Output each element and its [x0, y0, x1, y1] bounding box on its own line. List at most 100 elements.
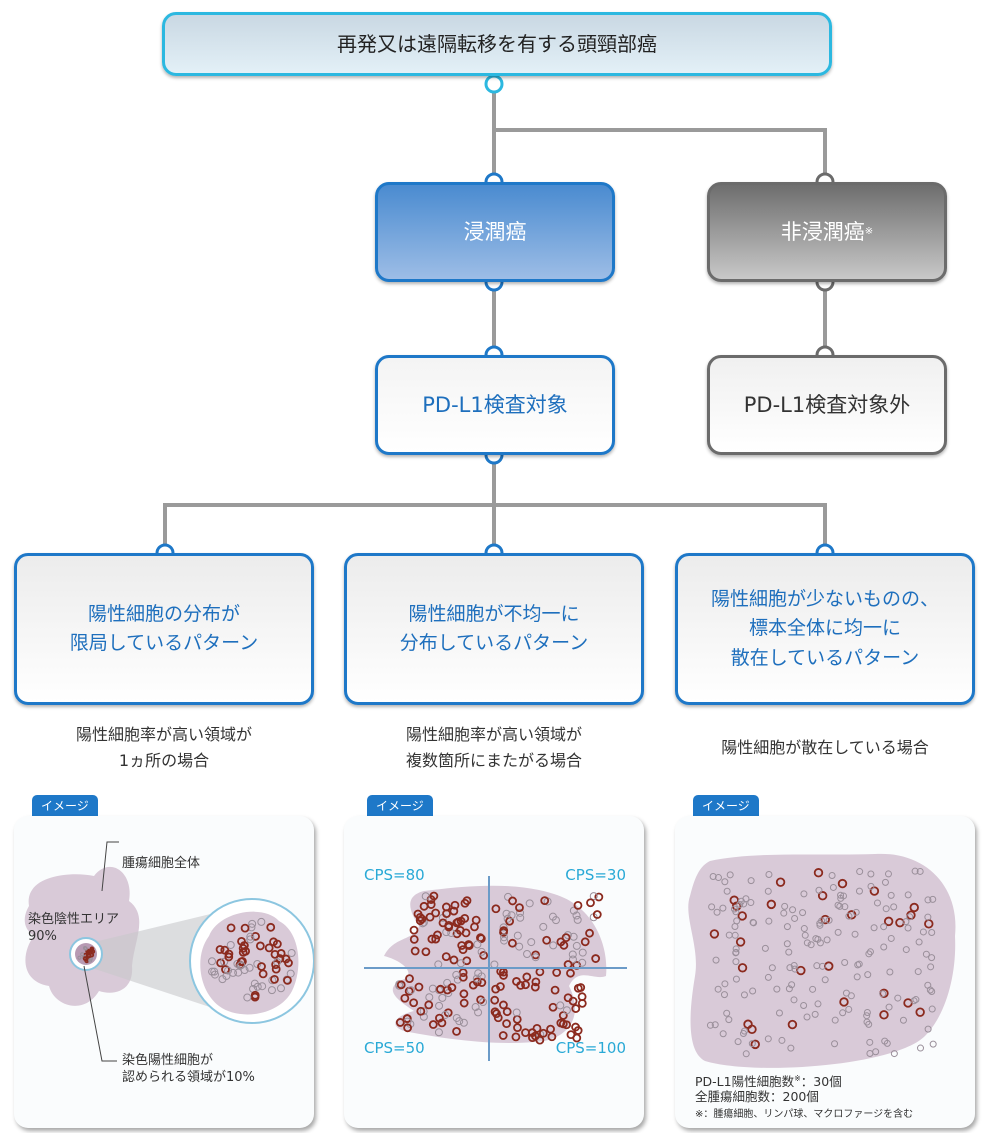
positive-cell — [276, 949, 286, 958]
negative-cell — [734, 1038, 742, 1046]
negative-cell — [814, 1000, 822, 1008]
positive-cell — [431, 908, 441, 918]
negative-cell — [924, 896, 932, 904]
negative-cell — [882, 905, 890, 913]
positive-cell — [257, 962, 266, 971]
negative-cell — [783, 923, 791, 931]
positive-cell — [566, 968, 575, 978]
positive-cell — [436, 984, 445, 994]
positive-cell — [561, 933, 571, 943]
positive-cell — [477, 978, 487, 987]
negative-cell — [578, 958, 587, 967]
negative-cell — [714, 874, 722, 882]
positive-cell — [869, 886, 880, 896]
negative-cell — [512, 1008, 521, 1017]
negative-cell — [246, 935, 255, 944]
negative-cell — [870, 924, 878, 932]
negative-cell — [471, 1003, 480, 1012]
negative-cell — [572, 941, 581, 950]
invasive-label: 浸潤癌 — [463, 219, 527, 244]
negative-cell — [880, 943, 888, 951]
positive-cell — [250, 992, 260, 1002]
positive-cell — [839, 997, 849, 1007]
negative-cell — [443, 978, 452, 987]
negative-cell — [499, 933, 508, 942]
pattern-line: 陽性細胞の分布が — [87, 602, 240, 625]
positive-cell — [447, 983, 457, 992]
label-line: 90% — [28, 928, 57, 944]
negative-cell — [248, 919, 257, 928]
negative-cell — [80, 952, 85, 957]
negative-cell — [922, 950, 930, 958]
negative-cell — [764, 1035, 772, 1043]
positive-cell — [452, 1027, 461, 1036]
negative-cell — [828, 872, 836, 880]
negative-cell — [837, 891, 845, 899]
negative-cell — [726, 871, 734, 879]
description-line: 1ヵ所の場合 — [118, 750, 210, 770]
noninvasive-label: 非浸潤癌 — [780, 219, 865, 244]
positive-cell — [431, 934, 441, 944]
negative-cell — [899, 1016, 907, 1024]
negative-cell — [719, 1030, 727, 1038]
positive-cell — [450, 900, 460, 910]
negative-cell — [800, 1002, 808, 1010]
positive-cell — [271, 964, 281, 974]
pattern-line: 陽性細胞が少ないものの、 — [710, 587, 939, 610]
negative-cell — [286, 969, 295, 978]
positive-cell — [585, 928, 594, 938]
positive-cell — [556, 937, 566, 947]
negative-cell — [749, 918, 757, 926]
negative-cell — [747, 899, 755, 907]
positive-cell — [283, 975, 292, 985]
negative-cell — [736, 900, 744, 908]
positive-cell — [226, 923, 236, 933]
positive-cell — [538, 1028, 548, 1038]
negative-cell — [890, 903, 898, 911]
negative-cell — [785, 985, 793, 993]
negative-cell — [82, 945, 87, 950]
positive-cell — [516, 980, 526, 990]
positive-cell — [441, 952, 451, 961]
label-whole-tumor: 腫瘍細胞全体 — [122, 856, 201, 871]
negative-cell — [739, 1030, 747, 1038]
negative-cell — [886, 968, 894, 976]
positive-cell — [586, 898, 595, 908]
negative-cell — [803, 1013, 811, 1021]
negative-cell — [834, 928, 842, 936]
negative-cell — [257, 917, 266, 926]
negative-cell — [773, 985, 781, 993]
positive-cell — [591, 954, 601, 963]
positive-cell — [427, 934, 437, 944]
positive-cell — [883, 916, 894, 927]
positive-cell — [255, 941, 265, 951]
negative-cell — [919, 928, 927, 936]
positive-cell — [499, 1000, 508, 1010]
positive-cell — [915, 1007, 925, 1017]
negative-cell — [507, 911, 516, 920]
positive-cell — [490, 1007, 500, 1017]
positive-cell — [224, 952, 234, 962]
cell-markers — [77, 917, 296, 1002]
positive-cell — [476, 933, 485, 943]
positive-cell — [433, 930, 442, 940]
total-count-label: 全腫瘍細胞数：200個 — [695, 1089, 819, 1104]
positive-cell — [532, 1023, 542, 1033]
negative-cell — [841, 958, 849, 966]
positive-cell — [577, 998, 587, 1008]
negative-cell — [845, 1005, 853, 1013]
positive-cell — [281, 954, 291, 964]
negative-cell — [548, 912, 557, 921]
positive-cell — [404, 986, 414, 996]
positive-cell — [594, 892, 604, 902]
positive-cell — [416, 1006, 426, 1016]
negative-cell — [220, 957, 229, 966]
positive-cell — [490, 995, 500, 1005]
negative-cell — [866, 948, 874, 956]
negative-cell — [731, 923, 739, 931]
negative-cell — [800, 890, 808, 898]
negative-cell — [472, 974, 481, 983]
positive-cell — [458, 945, 468, 955]
positive-cell — [458, 968, 468, 978]
image-tag: イメージ — [693, 795, 759, 817]
